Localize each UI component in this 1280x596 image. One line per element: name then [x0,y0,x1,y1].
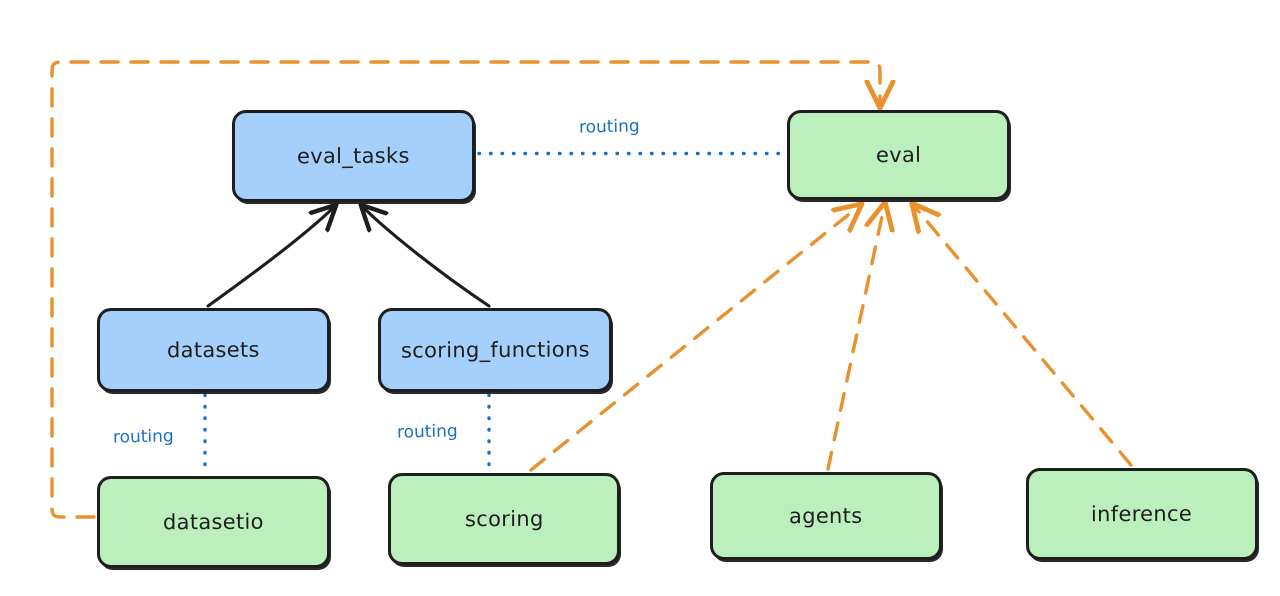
edge-inference-to-eval-dependency [915,207,1133,467]
node-datasets[interactable]: datasets [97,308,330,392]
node-label: agents [789,503,863,529]
node-label: inference [1091,501,1193,527]
edge-datasets-to-eval-tasks [206,208,333,308]
node-label: datasets [167,337,260,363]
node-label: eval [875,142,922,168]
edge-scoring-functions-to-eval-tasks [364,208,491,308]
node-eval[interactable]: eval [787,110,1010,200]
node-inference[interactable]: inference [1026,468,1258,560]
edge-label-routing-scoring: routing [396,421,458,443]
node-eval-tasks[interactable]: eval_tasks [232,110,475,202]
node-scoring[interactable]: scoring [388,473,620,565]
node-label: scoring [464,506,544,532]
node-datasetio[interactable]: datasetio [97,476,330,568]
edge-label-routing-eval: routing [578,116,640,138]
node-scoring-functions[interactable]: scoring_functions [378,308,612,392]
node-label: datasetio [163,509,264,535]
node-agents[interactable]: agents [710,472,942,560]
node-label: scoring_functions [400,337,590,363]
node-label: eval_tasks [297,143,410,169]
edge-agents-to-eval-dependency [826,207,884,471]
edge-label-routing-datasetio: routing [112,426,174,448]
